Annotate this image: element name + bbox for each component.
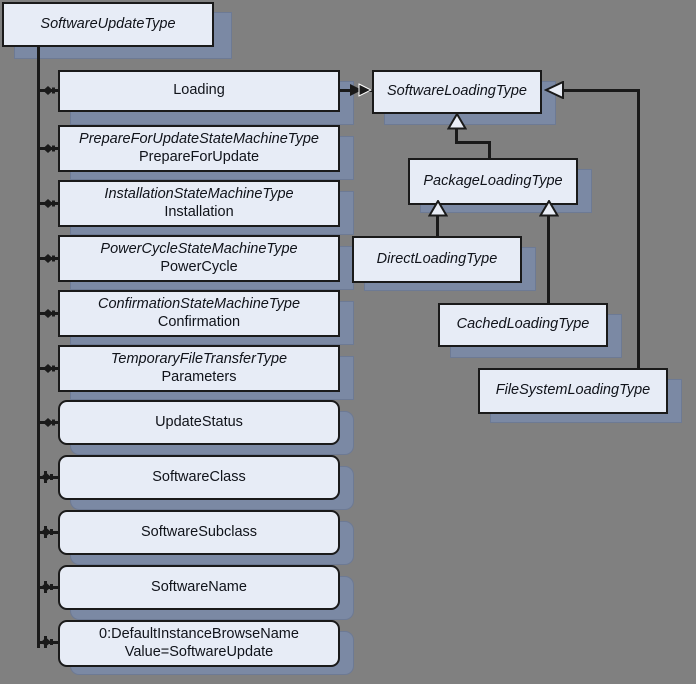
aggregation-stub-icon	[40, 580, 56, 594]
generalization-connector-package-h	[455, 141, 491, 144]
aggregation-stub-icon	[42, 307, 56, 320]
generalization-triangle-icon	[447, 113, 467, 130]
aggregation-stub-icon	[42, 142, 56, 155]
generalization-connector-filesystem-h	[558, 89, 640, 92]
node-label: PackageLoadingType	[423, 172, 563, 189]
node-label: DirectLoadingType	[376, 250, 498, 267]
node-label: Parameters	[161, 368, 237, 385]
node-update-status[interactable]: UpdateStatus	[58, 400, 340, 445]
generalization-connector-cached	[547, 212, 550, 305]
node-package-loading-type[interactable]: PackageLoadingType	[408, 158, 578, 205]
node-parameters[interactable]: TemporaryFileTransferType Parameters	[58, 345, 340, 392]
node-label: CachedLoadingType	[456, 316, 590, 333]
node-loading[interactable]: Loading	[58, 70, 340, 112]
node-software-loading-type[interactable]: SoftwareLoadingType	[372, 70, 542, 114]
node-software-update-type[interactable]: SoftwareUpdateType	[2, 2, 214, 47]
aggregation-stub-icon	[40, 525, 56, 539]
node-label: UpdateStatus	[155, 413, 243, 430]
node-label: SoftwareUpdateType	[40, 15, 176, 32]
node-type-label: ConfirmationStateMachineType	[97, 296, 301, 313]
node-label: Loading	[173, 82, 225, 99]
generalization-triangle-icon	[428, 200, 448, 217]
aggregation-stub-icon	[40, 470, 56, 484]
node-software-subclass[interactable]: SoftwareSubclass	[58, 510, 340, 555]
node-label: Confirmation	[157, 313, 241, 330]
generalization-connector-filesystem-v	[637, 89, 640, 372]
generalization-triangle-icon	[544, 81, 566, 99]
node-file-system-loading-type[interactable]: FileSystemLoadingType	[478, 368, 668, 414]
node-type-label: PrepareForUpdateStateMachineType	[79, 131, 319, 148]
generalization-connector-package	[455, 127, 458, 144]
node-label: SoftwareSubclass	[140, 523, 258, 540]
aggregation-stub-icon	[42, 197, 56, 210]
node-type-label: TemporaryFileTransferType	[110, 351, 288, 368]
node-type-label: InstallationStateMachineType	[104, 186, 294, 203]
node-type-label: PowerCycleStateMachineType	[100, 241, 298, 258]
node-power-cycle[interactable]: PowerCycleStateMachineType PowerCycle	[58, 235, 340, 282]
reference-arrowhead-icon	[350, 82, 374, 98]
node-prepare-for-update[interactable]: PrepareForUpdateStateMachineType Prepare…	[58, 125, 340, 172]
aggregation-stub-icon	[42, 362, 56, 375]
node-software-name[interactable]: SoftwareName	[58, 565, 340, 610]
aggregation-stub-icon	[42, 252, 56, 265]
aggregation-stub-icon	[42, 416, 56, 429]
generalization-connector-package-v2	[488, 141, 491, 160]
node-installation[interactable]: InstallationStateMachineType Installatio…	[58, 180, 340, 227]
node-default-instance-browse-name[interactable]: 0:DefaultInstanceBrowseName Value=Softwa…	[58, 620, 340, 667]
node-label: PowerCycle	[160, 258, 238, 275]
node-type-label: 0:DefaultInstanceBrowseName	[99, 626, 299, 643]
node-label: FileSystemLoadingType	[495, 382, 651, 399]
node-label: SoftwareLoadingType	[387, 83, 527, 100]
node-software-class[interactable]: SoftwareClass	[58, 455, 340, 500]
node-label: SoftwareName	[151, 578, 247, 595]
node-cached-loading-type[interactable]: CachedLoadingType	[438, 303, 608, 347]
node-label: Installation	[164, 203, 234, 220]
node-label: Value=SoftwareUpdate	[124, 643, 274, 660]
aggregation-stub-icon	[40, 635, 56, 649]
generalization-connector-direct	[436, 212, 439, 238]
node-confirmation[interactable]: ConfirmationStateMachineType Confirmatio…	[58, 290, 340, 337]
node-direct-loading-type[interactable]: DirectLoadingType	[352, 236, 522, 283]
generalization-triangle-icon	[539, 200, 559, 217]
node-label: PrepareForUpdate	[138, 148, 260, 165]
composition-spine	[37, 46, 40, 648]
aggregation-stub-icon	[42, 84, 56, 97]
node-label: SoftwareClass	[152, 468, 246, 485]
